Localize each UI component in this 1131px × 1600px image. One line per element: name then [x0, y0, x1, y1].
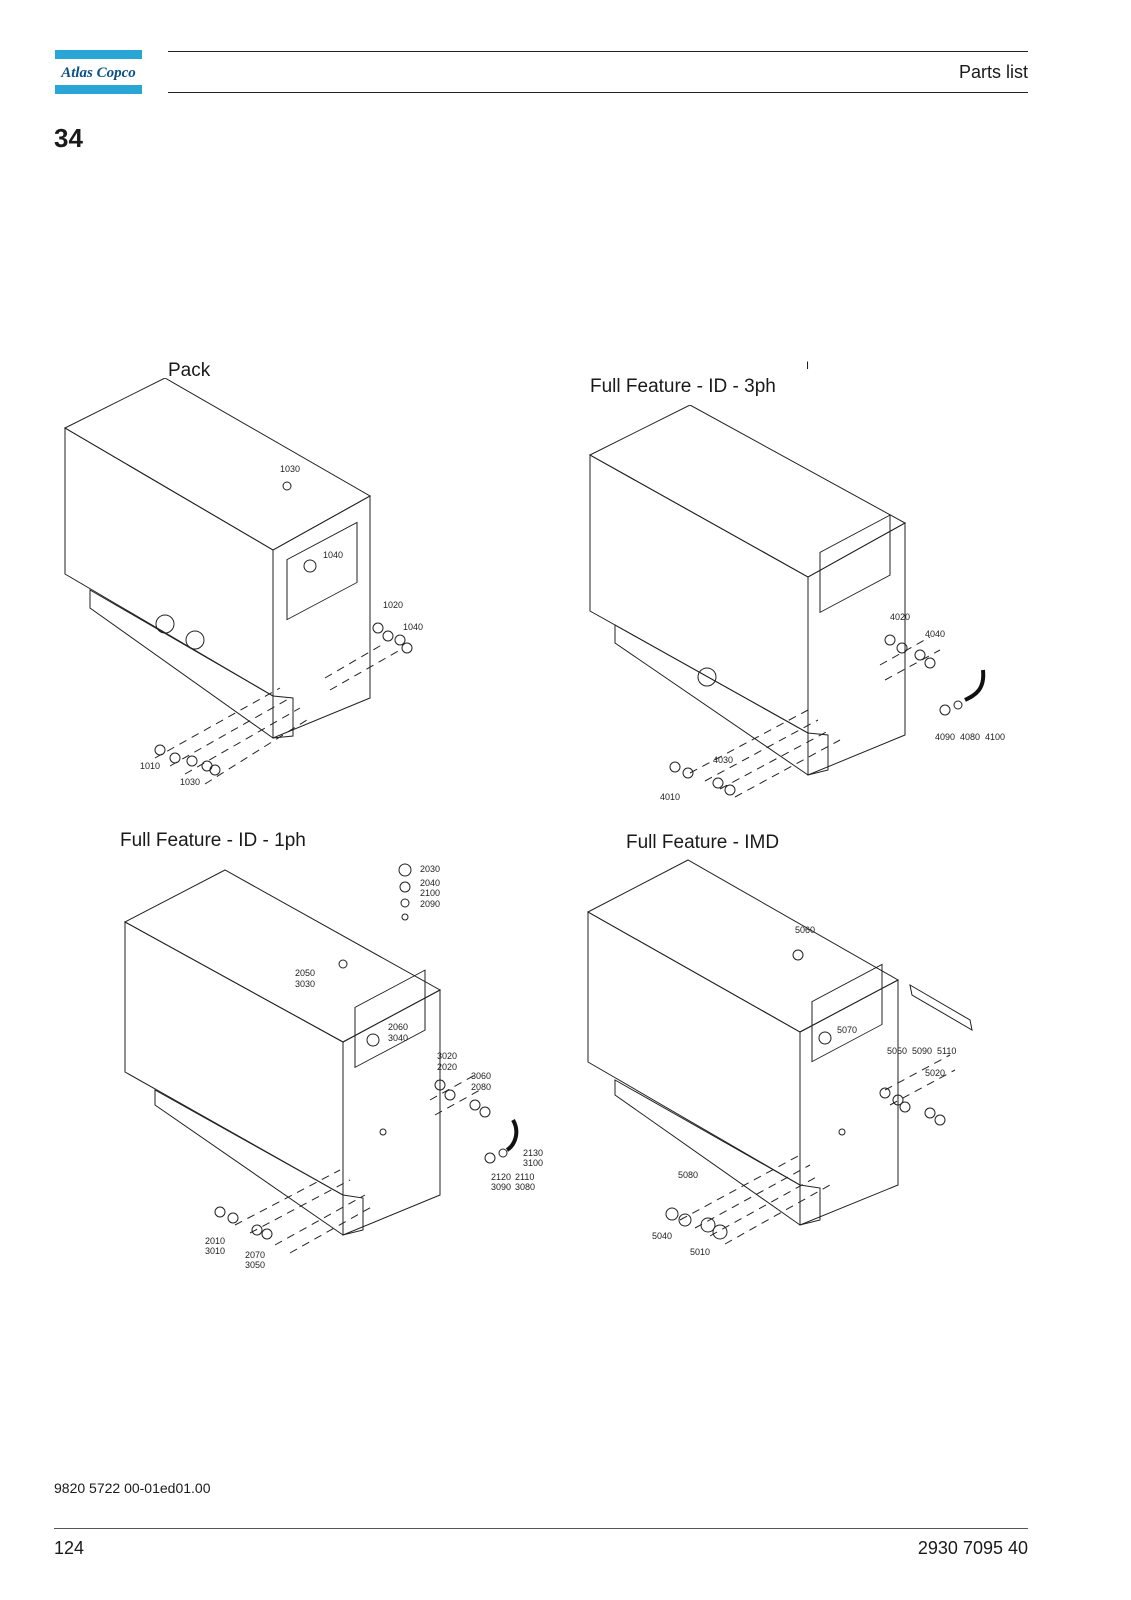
callout-5010: 5010 [690, 1247, 710, 1257]
callout-2040: 2040 [420, 878, 440, 888]
callout-2010: 2010 [205, 1236, 225, 1246]
part-number: 2930 7095 40 [917, 1538, 1028, 1558]
footer-rule [54, 1528, 1028, 1529]
atlas-copco-logo: Atlas Copco [55, 50, 142, 94]
document-reference: 9820 5722 00-01ed01.00 [54, 1480, 211, 1496]
exploded-view-pack: 1030 1040 1020 1040 1010 1030 [63, 378, 423, 787]
stray-mark: I [806, 360, 810, 372]
callout-4020: 4020 [890, 612, 910, 622]
exploded-view-imd: 5060 5070 5050 5090 5110 5020 5080 5040 … [586, 859, 973, 1257]
callout-2020: 2020 [437, 1062, 457, 1072]
callout-1030-bottom: 1030 [180, 777, 200, 787]
callout-5080: 5080 [678, 1170, 698, 1180]
exploded-view-id-3ph: 4020 4040 4090 4080 4100 4030 4010 [588, 405, 1005, 802]
callout-1010: 1010 [140, 761, 160, 771]
callout-2030: 2030 [420, 864, 440, 874]
callout-5020: 5020 [925, 1068, 945, 1078]
callout-2120: 2120 [491, 1172, 511, 1182]
callout-4090: 4090 [935, 732, 955, 742]
callout-4080: 4080 [960, 732, 980, 742]
callout-5050: 5050 [887, 1046, 907, 1056]
callout-5040: 5040 [652, 1231, 672, 1241]
callout-3020: 3020 [437, 1051, 457, 1061]
callout-3090: 3090 [491, 1182, 511, 1192]
callout-1040-side: 1040 [403, 622, 423, 632]
callout-1030-top: 1030 [280, 464, 300, 474]
section-number: 34 [54, 123, 83, 153]
callout-4010: 4010 [660, 792, 680, 802]
section-title: Parts list [958, 62, 1028, 82]
header-rule-top [168, 51, 1028, 52]
callout-1040-box: 1040 [323, 550, 343, 560]
callout-2060: 2060 [388, 1022, 408, 1032]
view-title-pack: Pack [168, 360, 211, 381]
callout-3050: 3050 [245, 1260, 265, 1270]
callout-5070: 5070 [837, 1025, 857, 1035]
page-number: 124 [54, 1538, 85, 1558]
header-rule-bottom [168, 92, 1028, 93]
callout-1020: 1020 [383, 600, 403, 610]
callout-3060: 3060 [471, 1071, 491, 1081]
callout-2100: 2100 [420, 888, 440, 898]
callout-3010: 3010 [205, 1246, 225, 1256]
callout-2080: 2080 [471, 1082, 491, 1092]
callout-2110: 2110 [515, 1172, 534, 1182]
view-title-id-3ph: Full Feature - ID - 3ph [590, 376, 776, 397]
callout-5110: 5110 [937, 1046, 956, 1056]
callout-2130: 2130 [523, 1148, 543, 1158]
view-title-imd: Full Feature - IMD [626, 832, 780, 853]
callout-4030: 4030 [713, 755, 733, 765]
callout-4100: 4100 [985, 732, 1005, 742]
callout-4040: 4040 [925, 629, 945, 639]
callout-3080: 3080 [515, 1182, 535, 1192]
exploded-view-id-1ph: 2030 2040 2100 2090 2050 3030 2060 3040 … [123, 863, 543, 1270]
callout-5060: 5060 [795, 925, 815, 935]
callout-3030: 3030 [295, 979, 315, 989]
callout-2070: 2070 [245, 1250, 265, 1260]
svg-text:Atlas Copco: Atlas Copco [60, 65, 136, 81]
callout-2090: 2090 [420, 899, 440, 909]
callout-3040: 3040 [388, 1033, 408, 1043]
callout-5090: 5090 [912, 1046, 932, 1056]
callout-3100: 3100 [523, 1158, 543, 1168]
view-title-id-1ph: Full Feature - ID - 1ph [120, 830, 306, 851]
callout-2050: 2050 [295, 968, 315, 978]
